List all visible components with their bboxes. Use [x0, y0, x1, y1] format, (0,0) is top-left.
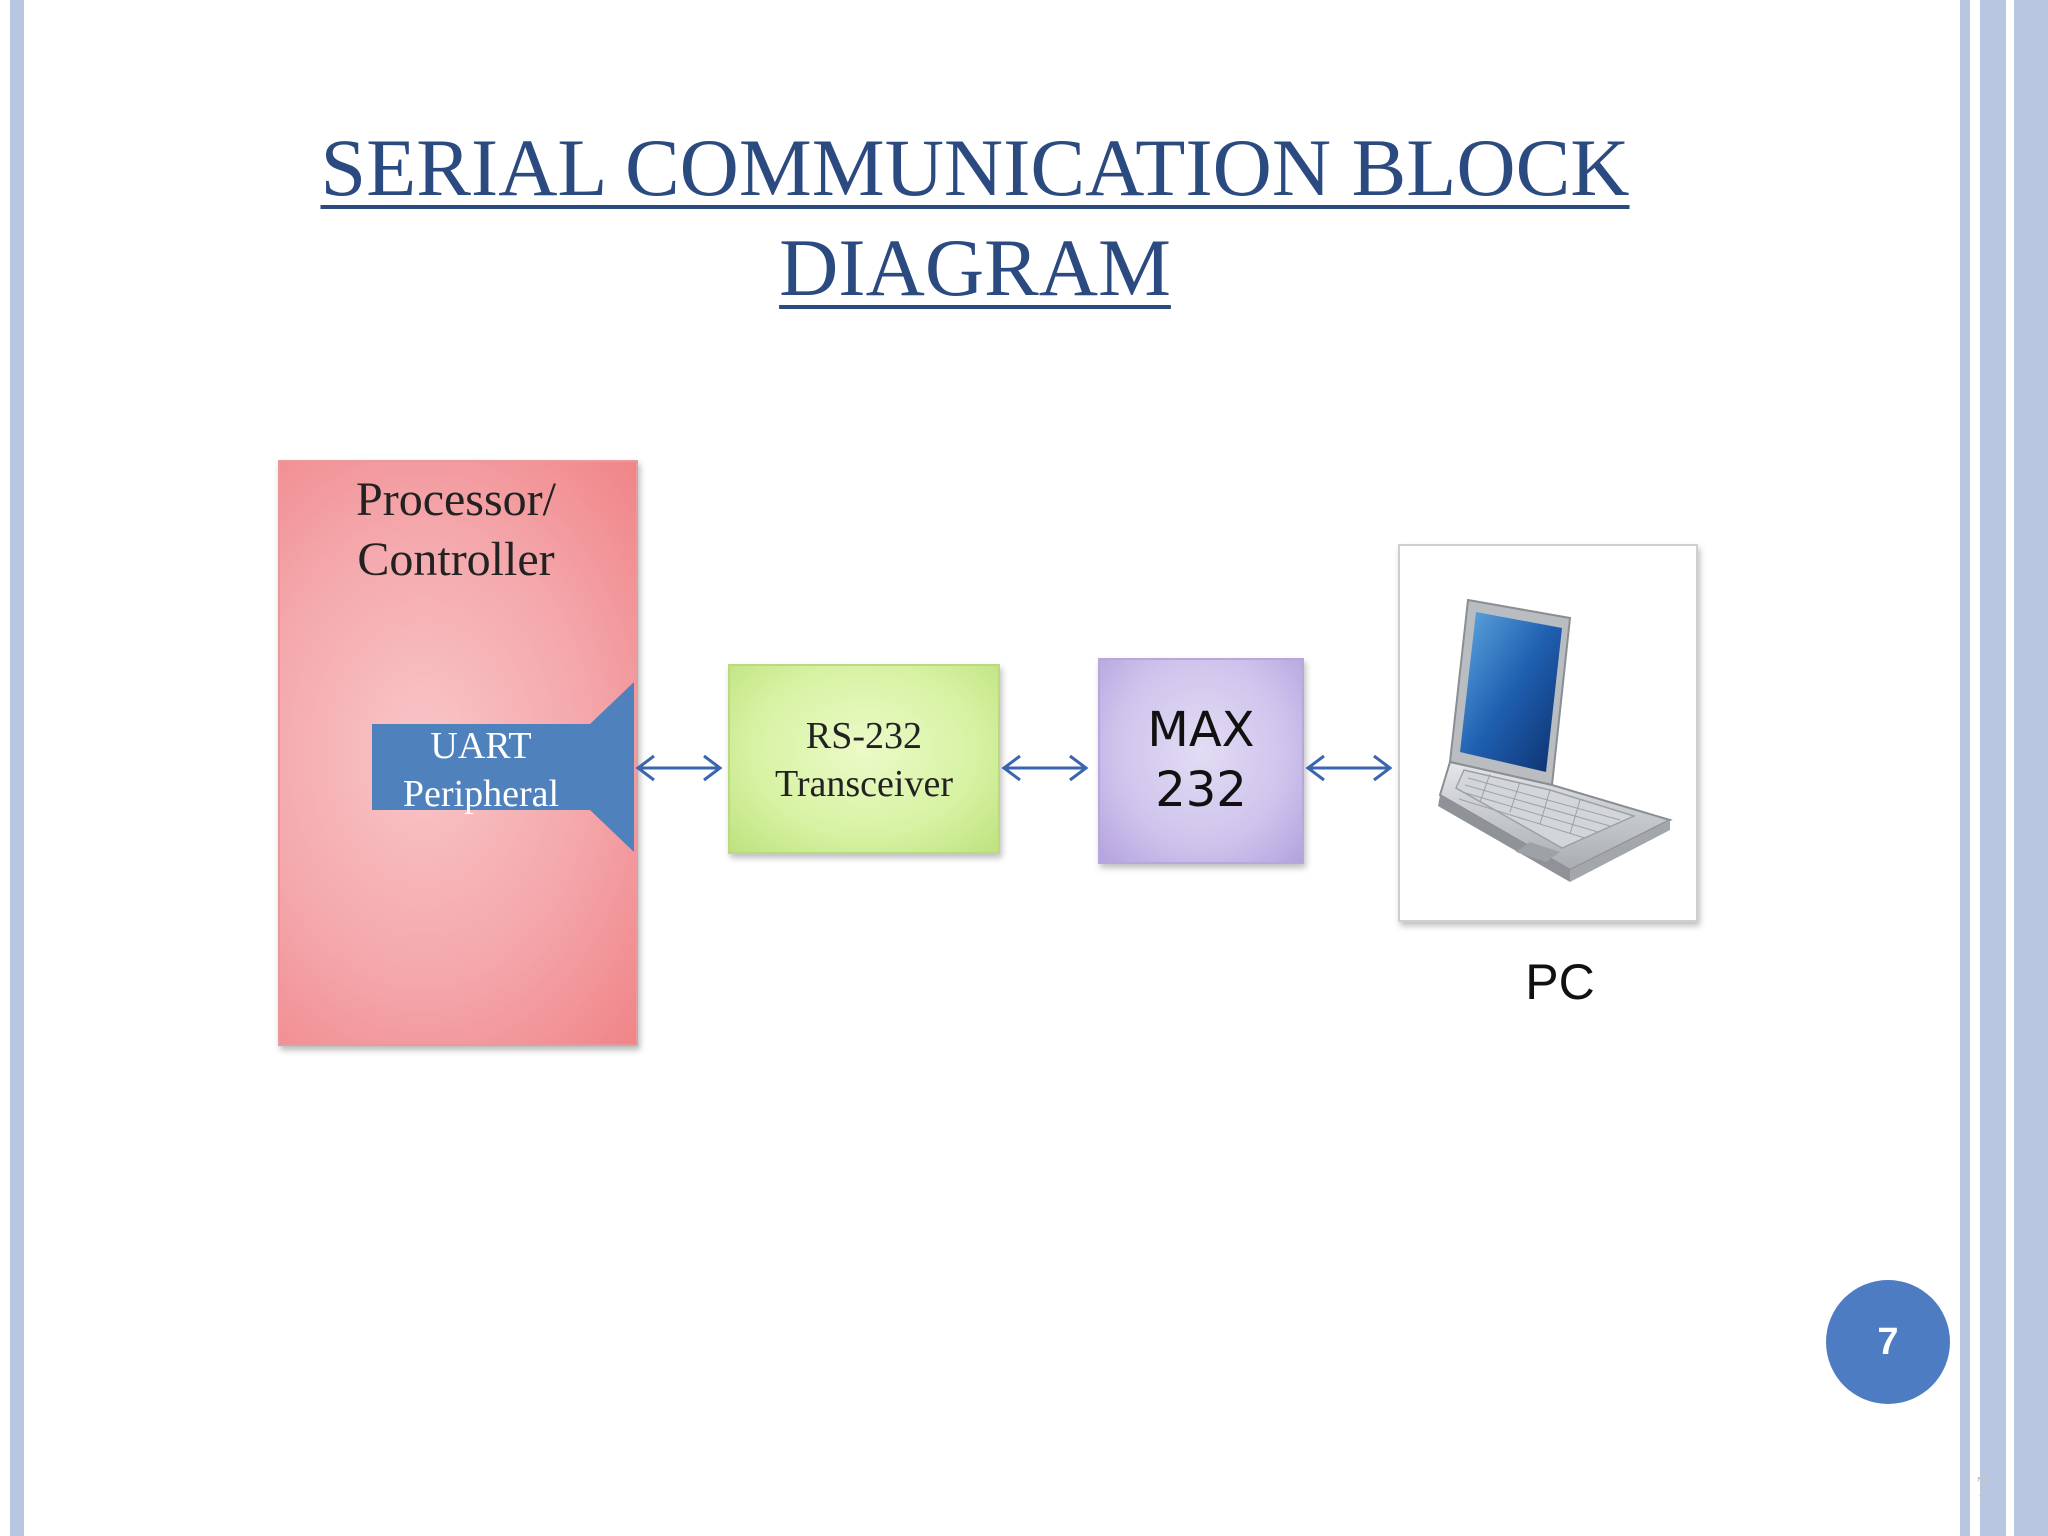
rs232-transceiver-label: RS-232 Transceiver [728, 712, 1000, 808]
arrow-max232-pc [1305, 754, 1393, 782]
uart-label-line2: Peripheral [402, 773, 560, 815]
uart-peripheral-label: UART Peripheral [372, 722, 590, 818]
max232-label-line1: MAX [1147, 702, 1255, 758]
arrow-rs232-max232 [1001, 754, 1089, 782]
arrow-uart-rs232 [635, 754, 723, 782]
slide-title-line1: SERIAL COMMUNICATION BLOCK [320, 122, 1630, 213]
rs232-label-line2: Transceiver [775, 763, 953, 805]
rs232-label-line1: RS-232 [805, 715, 923, 757]
max232-block [1098, 658, 1304, 864]
slide-title: SERIAL COMMUNICATION BLOCK DIAGRAM [150, 118, 1800, 318]
page-number-badge: 7 [1826, 1280, 1950, 1404]
right-border-bar-medium [1980, 0, 2006, 1536]
processor-label-line2: Controller [357, 533, 555, 586]
page-number-small: 7 [1976, 1472, 1990, 1503]
max232-label: MAX 232 [1098, 700, 1304, 820]
uart-label-line1: UART [430, 725, 532, 767]
max232-label-line2: 232 [1155, 762, 1247, 818]
left-border-bar [10, 0, 24, 1536]
slide-title-line2: DIAGRAM [779, 222, 1171, 313]
processor-controller-label: Processor/ Controller [278, 470, 634, 590]
pc-label: PC [1525, 954, 1595, 1010]
uart-peripheral-shape [372, 682, 634, 852]
rs232-transceiver-block [728, 664, 1000, 854]
right-border-bar-wide [2014, 0, 2048, 1536]
processor-label-line1: Processor/ [356, 473, 556, 526]
laptop-icon [1438, 598, 1673, 882]
right-border-bar-thin [1960, 0, 1970, 1536]
